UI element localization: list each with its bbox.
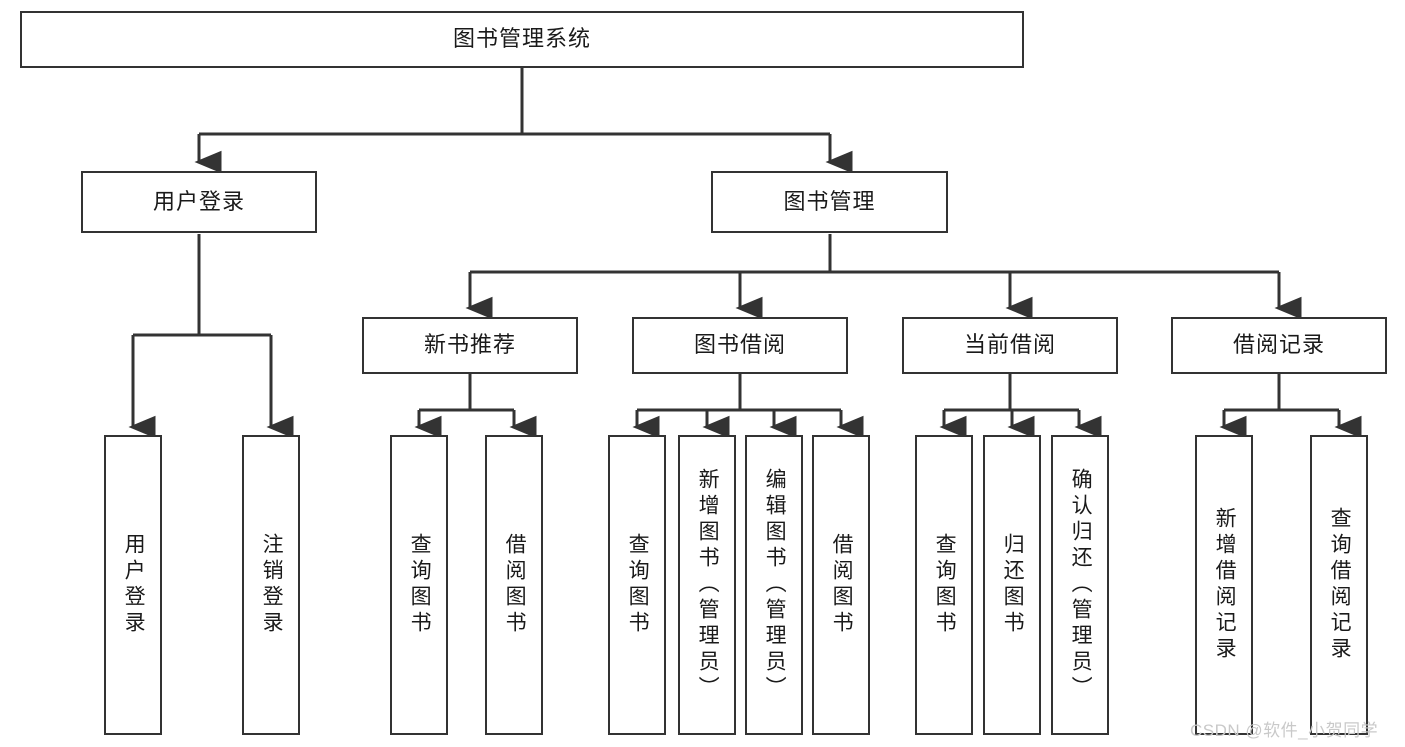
node-label: 当前借阅 xyxy=(963,332,1056,358)
node-label: 图书借阅 xyxy=(693,332,786,358)
node-label: 新增借阅记录 xyxy=(1213,507,1237,663)
leaf-current-borrow-query-book[interactable]: 查询图书 xyxy=(915,435,973,735)
node-label: 图书管理 xyxy=(783,188,876,214)
leaf-current-borrow-return-book[interactable]: 归还图书 xyxy=(983,435,1041,735)
node-borrow-record[interactable]: 借阅记录 xyxy=(1171,317,1387,374)
leaf-user-login-user-login[interactable]: 用户登录 xyxy=(104,435,162,735)
node-label: 借阅图书 xyxy=(503,533,527,637)
node-book-management[interactable]: 图书管理 xyxy=(711,171,948,233)
node-new-book-recommend[interactable]: 新书推荐 xyxy=(362,317,578,374)
leaf-new-book-query-book[interactable]: 查询图书 xyxy=(390,435,448,735)
node-label: 查询图书 xyxy=(408,533,432,637)
node-label: 新增图书（管理员） xyxy=(696,468,720,702)
node-label: 编辑图书（管理员） xyxy=(763,468,787,702)
node-current-borrow[interactable]: 当前借阅 xyxy=(902,317,1118,374)
node-label: 图书管理系统 xyxy=(452,26,591,52)
node-label: 借阅图书 xyxy=(830,533,854,637)
leaf-book-borrow-edit-book-admin[interactable]: 编辑图书（管理员） xyxy=(745,435,803,735)
leaf-book-borrow-query-book[interactable]: 查询图书 xyxy=(608,435,666,735)
node-book-borrow[interactable]: 图书借阅 xyxy=(632,317,848,374)
node-user-login[interactable]: 用户登录 xyxy=(81,171,317,233)
node-label: 查询图书 xyxy=(626,533,650,637)
node-label: 查询借阅记录 xyxy=(1328,507,1352,663)
leaf-new-book-borrow-book[interactable]: 借阅图书 xyxy=(485,435,543,735)
node-label: 新书推荐 xyxy=(423,332,516,358)
node-label: 用户登录 xyxy=(152,188,245,214)
leaf-book-borrow-borrow-book[interactable]: 借阅图书 xyxy=(812,435,870,735)
node-label: 归还图书 xyxy=(1001,533,1025,637)
leaf-user-login-logout[interactable]: 注销登录 xyxy=(242,435,300,735)
node-root-book-management-system[interactable]: 图书管理系统 xyxy=(20,11,1024,68)
node-label: 查询图书 xyxy=(933,533,957,637)
leaf-borrow-record-query-record[interactable]: 查询借阅记录 xyxy=(1310,435,1368,735)
node-label: 确认归还（管理员） xyxy=(1069,468,1093,702)
node-label: 用户登录 xyxy=(122,533,146,637)
node-label: 借阅记录 xyxy=(1232,332,1325,358)
node-label: 注销登录 xyxy=(260,533,284,637)
leaf-book-borrow-add-book-admin[interactable]: 新增图书（管理员） xyxy=(678,435,736,735)
leaf-borrow-record-add-record[interactable]: 新增借阅记录 xyxy=(1195,435,1253,735)
leaf-current-borrow-confirm-return-admin[interactable]: 确认归还（管理员） xyxy=(1051,435,1109,735)
